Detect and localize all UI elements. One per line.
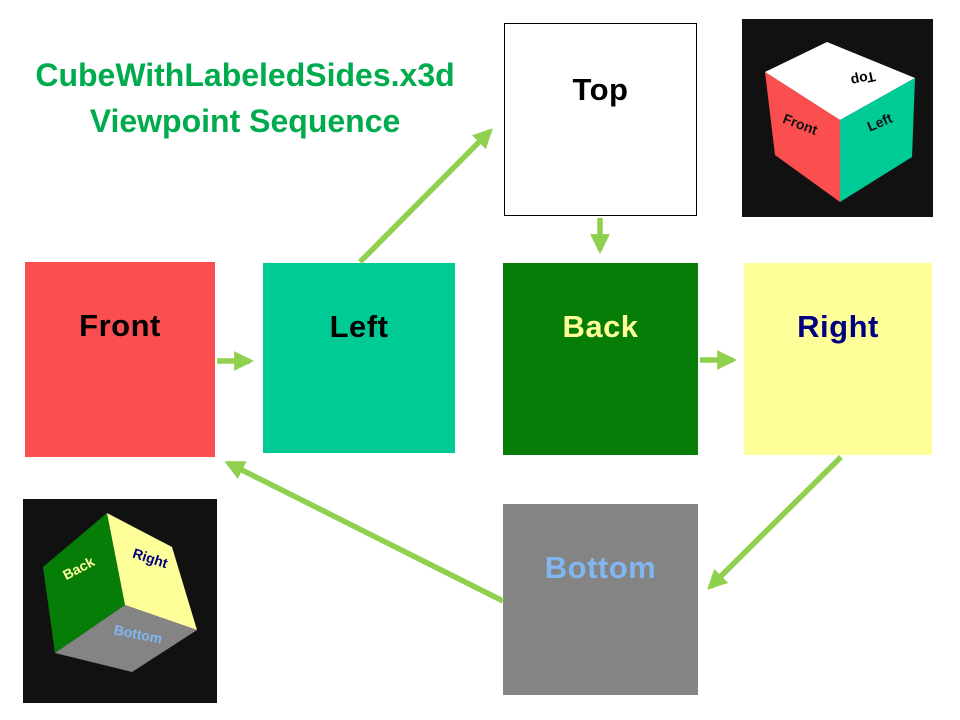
- viewpoint-box-front-label: Front: [79, 308, 161, 343]
- title-line-1: CubeWithLabeledSides.x3d: [35, 57, 455, 93]
- viewpoint-box-bottom: Bottom: [503, 504, 698, 695]
- viewpoint-box-top-label: Top: [572, 72, 629, 107]
- arrow-left-to-top: [358, 128, 493, 264]
- viewpoint-box-right: Right: [744, 263, 932, 455]
- cube-face-right: [107, 513, 197, 630]
- arrow-bottom-to-front: [224, 460, 505, 604]
- cube-face-top-label: Top: [850, 69, 877, 90]
- cube-face-front: [765, 72, 840, 202]
- cube-face-left: [840, 78, 915, 202]
- viewpoint-box-back-label: Back: [562, 309, 639, 344]
- cube-face-back: [43, 513, 125, 653]
- arrow-right-to-bottom: [707, 455, 843, 590]
- cube-render-back-right-bottom: Back Right Bottom: [23, 499, 217, 703]
- slide-title: CubeWithLabeledSides.x3d Viewpoint Seque…: [10, 52, 480, 144]
- viewpoint-box-right-label: Right: [797, 309, 879, 344]
- viewpoint-box-front: Front: [25, 262, 215, 457]
- viewpoint-box-bottom-label: Bottom: [544, 550, 657, 585]
- viewpoint-box-left-label: Left: [329, 309, 389, 344]
- viewpoint-box-back: Back: [503, 263, 698, 455]
- cube-render-top-front-left: Top Front Left: [742, 19, 933, 217]
- viewpoint-box-top: Top: [504, 23, 697, 216]
- viewpoint-box-left: Left: [263, 263, 455, 453]
- title-line-2: Viewpoint Sequence: [89, 103, 401, 139]
- cube-face-top: [765, 42, 915, 120]
- cube-face-bottom: [55, 605, 197, 672]
